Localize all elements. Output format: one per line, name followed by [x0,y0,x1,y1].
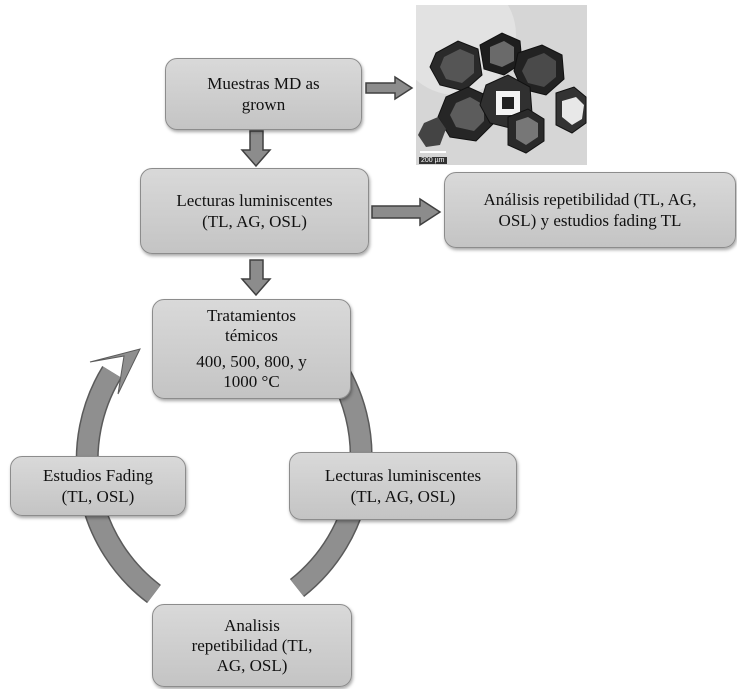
node-text: Análisis repetibilidad (TL, AG, [483,190,697,209]
node-text: Muestras MD as [207,74,320,93]
node-text: grown [241,95,286,114]
node-text: Tratamientos [206,306,297,325]
node-muestras-as-grown: Muestras MD as grown [165,58,362,130]
node-text: repetibilidad (TL, [191,635,313,655]
block-arrows [240,75,442,297]
node-text: AG, OSL) [216,655,288,675]
arrow-right-to-image [365,75,414,101]
crystal-micrograph-image: 200 µm [416,5,587,165]
node-analisis-repetibilidad-side: Análisis repetibilidad (TL, AG, OSL) y e… [444,172,736,248]
node-text: témicos [225,326,278,345]
node-estudios-fading: Estudios Fading (TL, OSL) [10,456,186,516]
scale-bar-label: 200 µm [419,157,447,164]
arrow-down-1 [240,130,272,168]
node-analisis-repetibilidad-cycle: Analisis repetibilidad (TL, AG, OSL) [152,604,352,687]
arrow-right-to-analysis [371,197,442,227]
node-text: 400, 500, 800, y [196,352,307,371]
cycle-arrowhead [89,348,141,395]
node-text: (TL, OSL) [61,487,135,506]
node-text: (TL, AG, OSL) [350,487,456,506]
node-lecturas-luminiscentes-cycle: Lecturas luminiscentes (TL, AG, OSL) [289,452,517,520]
node-tratamientos-termicos: Tratamientos témicos 400, 500, 800, y 10… [152,299,351,399]
node-text: Lecturas luminiscentes [176,191,333,210]
node-text: Analisis [224,615,280,635]
micrograph-drawing [416,5,587,165]
node-text: (TL, AG, OSL) [202,212,307,231]
node-text: Estudios Fading [42,466,154,485]
node-text: 1000 °C [223,372,280,391]
node-text: Lecturas luminiscentes [324,466,482,485]
node-lecturas-luminiscentes-top: Lecturas luminiscentes (TL, AG, OSL) [140,168,369,254]
arrow-down-2 [240,259,272,297]
node-text: OSL) y estudios fading TL [498,211,682,230]
